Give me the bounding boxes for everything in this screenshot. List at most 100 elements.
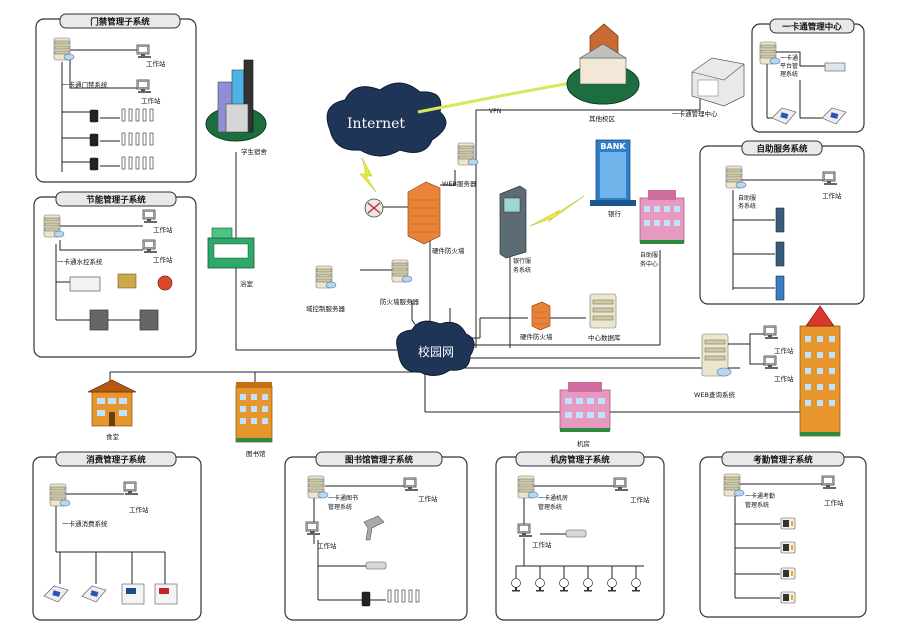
bank-label: 银行 <box>608 209 622 218</box>
domain-server-label: 域控制服务器 <box>306 304 346 313</box>
self-center-label: 自助服 <box>640 251 658 259</box>
firewall-label: 硬件防火墙 <box>432 246 465 255</box>
water-controller-icon <box>89 309 109 331</box>
water-meter-icon <box>157 275 173 291</box>
card-reader-icon <box>89 133 99 147</box>
card-mgmt-center-label: 一卡通管理中心 <box>672 109 718 118</box>
workstation-icon <box>517 523 533 538</box>
workstation-icon <box>763 355 779 370</box>
workstation-icon <box>136 79 152 94</box>
attendance-subsystem: 考勤管理子系统 一卡通考勤 管理系统 工作站 <box>699 451 867 618</box>
subsystem-title: 一卡通管理中心 <box>782 22 842 33</box>
subsystem-title: 消费管理子系统 <box>86 455 146 466</box>
workstation-label: 工作站 <box>153 255 173 264</box>
dorm-label: 学生宿舍 <box>241 147 268 156</box>
self-service-subsystem: 自助服务系统 自助服 务系统 工作站 <box>699 140 865 305</box>
bank-building: BANK <box>590 139 636 206</box>
subsystem-title: 门禁管理子系统 <box>90 17 150 28</box>
canteen-building: 食堂 <box>87 379 137 441</box>
workstation-label: 工作站 <box>630 495 650 504</box>
library-subsystem: 图书馆管理子系统 一卡通图书 管理系统 工作站 工作站 <box>284 451 468 621</box>
other-campus-label: 其他校区 <box>589 114 616 123</box>
workstation-icon <box>136 44 152 59</box>
controller-icon <box>69 276 101 292</box>
workstation-label: 工作站 <box>824 498 844 507</box>
server-label: 务系统 <box>738 202 756 210</box>
student-dorm-building: 学生宿舍 <box>205 59 268 156</box>
card-reader-icon <box>89 157 99 171</box>
atm-icon <box>499 185 527 259</box>
workstation-label: 工作站 <box>822 191 842 200</box>
card-reader-icon <box>89 109 99 123</box>
server-label: 平台管 <box>780 62 798 70</box>
workstation-label: 工作站 <box>129 505 149 514</box>
workstation-icon <box>123 481 139 496</box>
firewall-server-label: 防火墙服务器 <box>380 297 420 306</box>
workstation-label: 工作站 <box>146 59 166 68</box>
card-issuer-icon <box>365 561 387 570</box>
internet-label: Internet <box>347 116 405 132</box>
attendance-terminal-icon <box>780 591 796 604</box>
workstation-label: 工作站 <box>141 96 161 105</box>
kiosk-icon <box>775 275 785 301</box>
firewall-label: 硬件防火墙 <box>520 332 553 341</box>
workstation-label: 工作站 <box>774 374 794 383</box>
subsystem-title: 节能管理子系统 <box>86 195 146 206</box>
web-query-label: WEB查询系统 <box>694 390 735 399</box>
firewall-icon <box>407 181 441 245</box>
subsystem-title: 考勤管理子系统 <box>753 455 813 466</box>
workstation-icon <box>305 521 321 536</box>
subsystem-title: 图书馆管理子系统 <box>345 455 414 466</box>
card-mgmt-center-building: 一卡通管理中心 <box>672 57 745 118</box>
vpn-link <box>417 80 577 114</box>
domain-server <box>315 265 337 289</box>
water-controller-icon <box>139 309 159 331</box>
lightning-icon <box>359 157 377 193</box>
self-center-label: 务中心 <box>640 260 658 268</box>
workstation-label: 工作站 <box>774 346 794 355</box>
workstation-label: 工作站 <box>153 225 173 234</box>
workstation-label: 工作站 <box>317 541 337 550</box>
access-control-subsystem: 门禁管理子系统 工作站 工作站 一卡通门禁系统 <box>35 13 197 183</box>
campus-net-cloud: 校园网 <box>396 320 475 376</box>
workstation-label: 工作站 <box>532 540 552 549</box>
valve-icon <box>117 273 137 289</box>
server-label: 一卡通机房 <box>538 494 568 502</box>
machine-room-label: 机房 <box>577 439 590 448</box>
energy-subsystem: 节能管理子系统 工作站 工作站 一卡通水控系统 <box>33 191 197 358</box>
library-building: 图书馆 <box>235 382 273 458</box>
workstation-icon <box>142 209 158 224</box>
server-label: 一卡通考勤 <box>745 492 775 500</box>
router-icon <box>364 198 384 218</box>
attendance-terminal-icon <box>780 517 796 530</box>
server-label: 一卡通图书 <box>328 494 358 502</box>
attendance-terminal-icon <box>780 541 796 554</box>
bathroom-building: 浴室 <box>207 227 255 288</box>
server-label: 一卡通 <box>780 54 798 62</box>
bath-label: 浴室 <box>240 279 254 288</box>
consumption-subsystem: 消费管理子系统 工作站 一卡通消费系统 <box>32 451 202 621</box>
lightning-icon <box>529 195 585 227</box>
server-label: 管理系统 <box>745 501 769 509</box>
workstation-icon <box>142 239 158 254</box>
machine-room-building: 机房 <box>559 382 611 448</box>
library-place-label: 图书馆 <box>246 449 266 458</box>
canteen-label: 食堂 <box>106 432 120 441</box>
office-tower-building <box>799 305 841 437</box>
bank-sign: BANK <box>600 142 626 151</box>
computer-room-subsystem: 机房管理子系统 一卡通机房 管理系统 工作站 工作站 <box>495 451 665 621</box>
web-query-server <box>701 333 732 377</box>
server-label: 管理系统 <box>328 503 352 511</box>
workstation-icon <box>763 325 779 340</box>
workstation-icon <box>613 477 629 492</box>
workstation-icon <box>403 477 419 492</box>
barcode-scanner-icon <box>363 515 385 541</box>
kiosk-icon <box>775 241 785 267</box>
server-label: 一卡通消费系统 <box>62 519 108 528</box>
internet-cloud: Internet <box>326 82 447 157</box>
database-label: 中心数据库 <box>588 333 621 342</box>
card-issuer-icon <box>565 529 587 538</box>
server-label: 管理系统 <box>538 503 562 511</box>
self-service-center-building <box>639 190 685 244</box>
